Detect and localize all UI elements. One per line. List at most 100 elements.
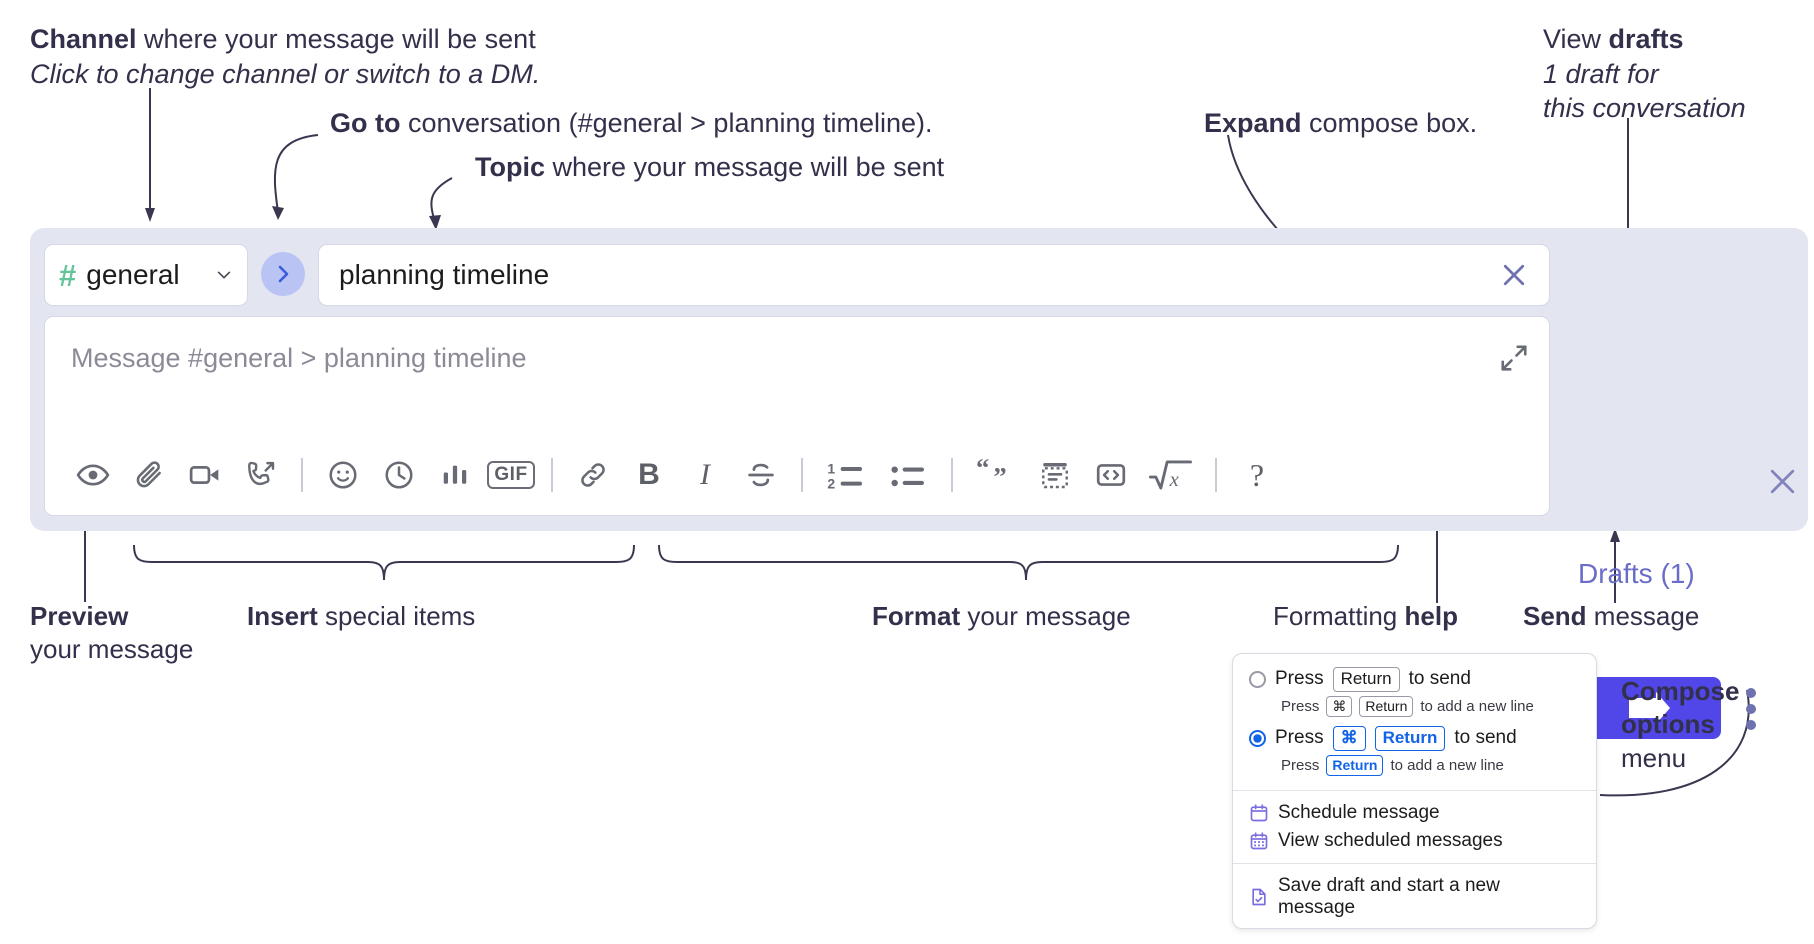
menu-item-label: View scheduled messages — [1278, 829, 1503, 851]
menu-option1-sub-pre: Press — [1281, 697, 1320, 715]
menu-option1-pre: Press — [1275, 668, 1324, 690]
drafts-link[interactable]: Drafts (1) — [1578, 558, 1695, 589]
close-panel-icon[interactable] — [1766, 465, 1799, 498]
annotation-goto-bold: Go to — [330, 108, 401, 138]
annotation-drafts-italic2: this conversation — [1543, 93, 1746, 124]
menu-item-label: Save draft and start a new message — [1278, 874, 1500, 918]
emoji-icon[interactable] — [315, 450, 371, 500]
video-icon[interactable] — [177, 450, 233, 500]
menu-option1-sub-key2: Return — [1359, 695, 1414, 717]
radio-unselected-icon[interactable] — [1249, 670, 1266, 688]
svg-text:x: x — [1169, 469, 1179, 491]
save-draft-icon — [1252, 888, 1266, 905]
help-icon[interactable]: ? — [1229, 450, 1285, 500]
clock-icon[interactable] — [371, 450, 427, 500]
annotation-preview-bold: Preview — [30, 601, 129, 631]
kebab-dot-2 — [1746, 704, 1756, 714]
annotation-compose-options-rest: menu — [1621, 742, 1687, 773]
italic-label: I — [700, 458, 710, 491]
gif-icon[interactable]: GIF — [483, 450, 539, 500]
annotation-topic-bold: Topic — [475, 152, 545, 182]
svg-text:2: 2 — [827, 475, 835, 491]
italic-icon[interactable]: I — [677, 450, 733, 500]
message-editor[interactable]: Message #general > planning timeline — [44, 316, 1550, 516]
svg-text:”: ” — [993, 462, 1006, 492]
attach-icon[interactable] — [121, 450, 177, 500]
annotation-help: Formatting help — [1273, 600, 1458, 633]
expand-icon[interactable] — [1499, 343, 1529, 373]
channel-selector[interactable]: # general — [44, 244, 248, 306]
kebab-dot-3 — [1746, 720, 1756, 730]
toolbar-divider-5 — [1215, 458, 1217, 492]
menu-option2-sub-pre: Press — [1281, 756, 1320, 774]
annotation-topic-rest: where your message will be sent — [545, 152, 945, 182]
annotation-channel-rest: where your message will be sent — [136, 24, 536, 54]
topic-value: planning timeline — [339, 259, 550, 290]
menu-option1-hint: Press ⌘ Return to add a new line — [1233, 695, 1596, 723]
annotation-goto: Go to conversation (#general > planning … — [330, 106, 933, 141]
menu-option2-key1: ⌘ — [1332, 725, 1366, 751]
topic-input[interactable]: planning timeline — [318, 244, 1550, 306]
send-icon — [1628, 692, 1670, 724]
annotation-format-rest: your message — [960, 601, 1131, 631]
math-icon[interactable]: x — [1139, 450, 1203, 500]
menu-item-save-draft[interactable]: Save draft and start a new message — [1233, 872, 1596, 922]
bulleted-list-icon[interactable] — [877, 450, 939, 500]
menu-option2-post: to send — [1454, 727, 1517, 749]
compose-options-button[interactable] — [1746, 688, 1756, 730]
menu-radio-option-return[interactable]: Press Return to send — [1233, 664, 1596, 695]
toolbar-divider-3 — [801, 458, 803, 492]
svg-text:1: 1 — [827, 461, 835, 477]
annotation-topic: Topic where your message will be sent — [475, 150, 944, 185]
menu-option2-pre: Press — [1275, 727, 1324, 749]
preview-icon[interactable] — [65, 450, 121, 500]
menu-divider-1 — [1233, 789, 1596, 791]
menu-option2-sub-post: to add a new line — [1390, 756, 1504, 774]
compose-inner: # general planning timeline Message #gen… — [44, 244, 1550, 516]
annotation-format: Format your message — [872, 600, 1131, 633]
menu-option1-sub-post: to add a new line — [1420, 697, 1534, 715]
huddle-icon[interactable] — [233, 450, 289, 500]
annotation-insert: Insert special items — [247, 600, 475, 633]
menu-radio-option-cmd-return[interactable]: Press ⌘ Return to send — [1233, 723, 1596, 754]
kebab-dot-1 — [1746, 688, 1756, 698]
annotation-help-bold: help — [1404, 601, 1458, 631]
channel-name-label: general — [86, 259, 180, 290]
annotation-compose-options: Compose options menu — [1621, 675, 1739, 775]
annotation-send-bold: Send — [1523, 601, 1587, 631]
annotation-send-rest: message — [1586, 601, 1700, 631]
toolbar-divider-1 — [301, 458, 303, 492]
menu-item-schedule-message[interactable]: Schedule message — [1233, 799, 1596, 827]
annotation-insert-rest: special items — [317, 601, 476, 631]
compose-destination-row: # general planning timeline — [44, 244, 1550, 306]
strikethrough-icon[interactable] — [733, 450, 789, 500]
message-placeholder: Message #general > planning timeline — [71, 343, 527, 373]
annotation-drafts-italic1: 1 draft for — [1543, 58, 1659, 89]
send-button[interactable] — [1576, 677, 1721, 739]
close-icon[interactable] — [1499, 260, 1529, 290]
radio-selected-icon[interactable] — [1249, 729, 1266, 747]
menu-item-view-scheduled[interactable]: View scheduled messages — [1233, 827, 1596, 855]
menu-option1-sub-key1: ⌘ — [1326, 695, 1353, 717]
menu-item-label: Schedule message — [1278, 801, 1440, 823]
hash-icon: # — [59, 257, 77, 293]
bold-label: B — [638, 458, 660, 491]
chevron-right-icon — [278, 265, 289, 283]
annotation-expand-rest: compose box. — [1301, 108, 1478, 138]
annotation-channel-bold: Channel — [30, 24, 137, 54]
annotation-expand: Expand compose box. — [1204, 106, 1477, 141]
blockquote-icon[interactable]: “ ” — [965, 450, 1027, 500]
poll-icon[interactable] — [427, 450, 483, 500]
bold-icon[interactable]: B — [621, 450, 677, 500]
goto-conversation-button[interactable] — [261, 252, 305, 296]
annotation-drafts: View drafts 1 draft for this conversatio… — [1543, 22, 1746, 126]
annotation-compose-options-bold2: options — [1621, 709, 1715, 740]
link-icon[interactable] — [565, 450, 621, 500]
annotation-compose-options-bold1: Compose — [1621, 676, 1740, 706]
inline-code-icon[interactable] — [1083, 450, 1139, 500]
annotation-help-pre: Formatting — [1273, 601, 1405, 631]
compose-panel: # general planning timeline Message #gen… — [30, 228, 1808, 739]
code-block-icon[interactable] — [1027, 450, 1083, 500]
